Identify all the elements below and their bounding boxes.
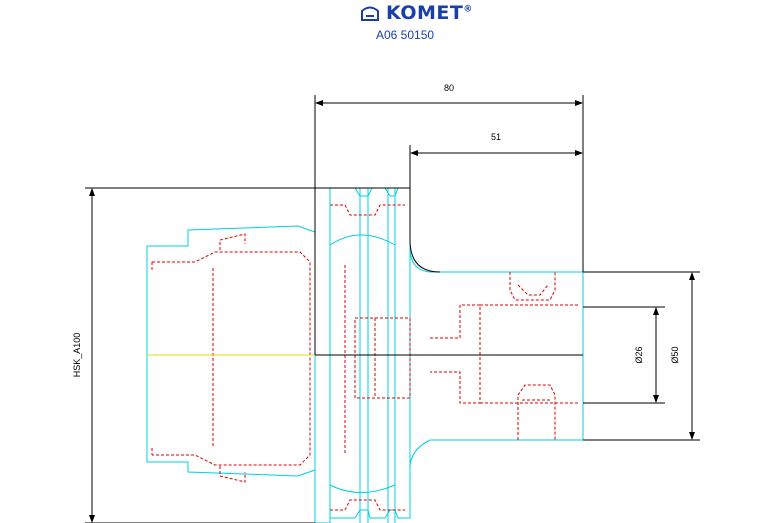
dimension-bore-diameter: Ø26 — [634, 307, 659, 403]
svg-text:HSK_A100: HSK_A100 — [72, 333, 82, 378]
brand-header: KOMET® — [360, 0, 473, 26]
svg-text:Ø50: Ø50 — [670, 346, 680, 363]
svg-text:80: 80 — [444, 83, 454, 93]
dimension-bore-length: 51 — [410, 132, 583, 156]
dimension-shank: HSK_A100 — [72, 188, 95, 523]
svg-text:Ø26: Ø26 — [634, 346, 644, 363]
komet-logo-icon — [361, 6, 379, 21]
brand-name: KOMET® — [386, 2, 473, 24]
svg-text:51: 51 — [491, 132, 501, 142]
hidden-lines — [151, 204, 580, 511]
dimension-outer-diameter: Ø50 — [670, 272, 695, 440]
reference-lines — [85, 95, 700, 523]
part-number: A06 50150 — [376, 28, 435, 42]
dimension-overall-length: 80 — [315, 83, 583, 106]
